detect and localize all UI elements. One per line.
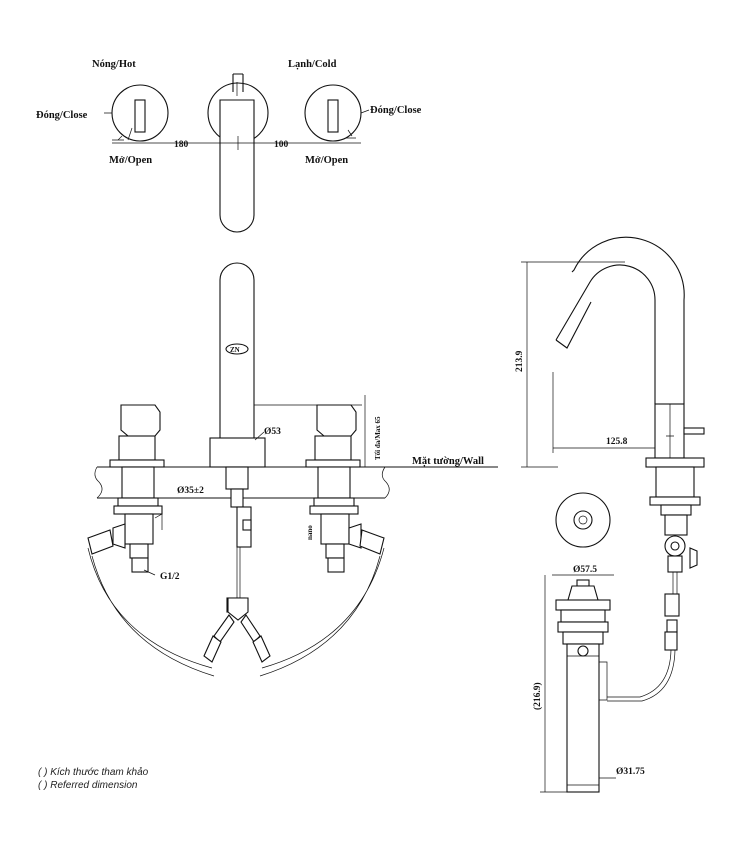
thread-size: G1/2 xyxy=(160,572,180,582)
hot-handle-plan xyxy=(111,84,169,142)
hot-valve-front xyxy=(87,404,165,573)
mixer-tee xyxy=(203,597,271,663)
close-label-right: Đóng/Close xyxy=(370,105,422,116)
cold-valve-front: nano xyxy=(305,404,385,573)
wall-section xyxy=(94,466,498,499)
side-view: 213.9 125.8 xyxy=(515,236,705,793)
hose-left xyxy=(87,547,215,677)
max-dimension-label: Tối đa/Max 65 xyxy=(374,416,382,460)
dimension-100: 100 xyxy=(274,140,289,150)
spout-plan xyxy=(207,73,269,233)
cold-handle-plan xyxy=(304,84,362,142)
reach-dimension: 125.8 xyxy=(606,437,628,447)
spout-side xyxy=(555,236,705,702)
spout-front: ZN xyxy=(209,262,266,613)
drain-diameter: Ø57.5 xyxy=(573,565,597,575)
hole-diameter: Ø35±2 xyxy=(177,486,204,496)
height-dimension: 213.9 xyxy=(515,350,525,372)
drain-height-dimension: (216.9) xyxy=(532,682,543,710)
open-label-right: Mở/Open xyxy=(305,155,348,166)
note-english: ( ) Referred dimension xyxy=(38,780,138,791)
hose-right xyxy=(259,547,385,677)
logo-text: ZN xyxy=(230,346,240,354)
dimension-max xyxy=(254,395,372,468)
close-label-left: Đóng/Close xyxy=(36,110,88,121)
dimension-180: 180 xyxy=(174,140,189,150)
svg-text:nano: nano xyxy=(306,525,314,540)
front-view: ZN xyxy=(87,262,498,677)
top-view: Nóng/Hot Lạnh/Cold Đóng/Close Đóng/Close… xyxy=(36,59,422,233)
wall-label: Mặt tường/Wall xyxy=(412,456,484,467)
note-vietnamese: ( ) Kích thước tham khảo xyxy=(38,767,149,778)
drain-plan xyxy=(555,492,611,548)
pipe-diameter: Ø31.75 xyxy=(616,767,645,777)
open-label-left: Mở/Open xyxy=(109,155,152,166)
drain-body: Ø57.5 xyxy=(552,565,614,793)
hot-label: Nóng/Hot xyxy=(92,59,136,70)
cold-label: Lạnh/Cold xyxy=(288,59,337,70)
spout-diameter: Ø53 xyxy=(264,427,281,437)
